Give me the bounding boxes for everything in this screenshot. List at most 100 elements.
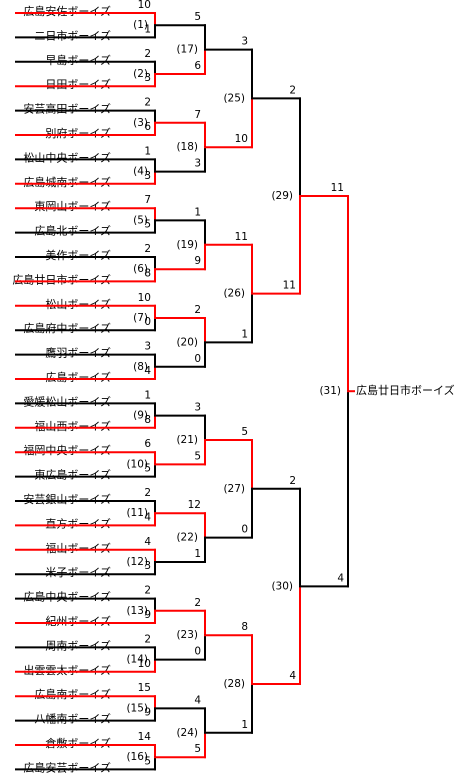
- team-name: 福山ボーイズ: [45, 541, 111, 555]
- team-name: 福山西ボーイズ: [34, 419, 111, 433]
- match-number: (24): [176, 727, 198, 739]
- team-name: 周南ボーイズ: [45, 638, 111, 652]
- score: 6: [144, 121, 151, 133]
- score: 7: [194, 109, 201, 121]
- match-number: (10): [126, 458, 148, 470]
- match-number: (7): [133, 312, 148, 324]
- team-name: 広島府中ボーイズ: [23, 321, 111, 335]
- match-number: (2): [133, 68, 148, 80]
- score: 14: [138, 731, 152, 743]
- score: 4: [337, 572, 344, 584]
- match-number: (13): [126, 605, 148, 617]
- score: 5: [144, 463, 151, 475]
- score: 2: [144, 48, 151, 60]
- match-number: (29): [271, 190, 293, 202]
- score: 1: [194, 548, 201, 560]
- score: 5: [241, 426, 248, 438]
- team-name: 安芸高田ボーイズ: [23, 102, 111, 116]
- score: 0: [194, 646, 201, 658]
- score: 2: [194, 597, 201, 609]
- match-number: (30): [271, 580, 293, 592]
- match-number: (11): [126, 507, 148, 519]
- score: 1: [241, 328, 248, 340]
- score: 11: [331, 182, 344, 194]
- match-number: (28): [223, 678, 245, 690]
- score: 1: [144, 389, 151, 401]
- match-number: (19): [176, 239, 198, 251]
- score: 1: [144, 145, 151, 157]
- match-number: (4): [133, 166, 148, 178]
- score: 3: [144, 72, 151, 84]
- score: 2: [144, 243, 151, 255]
- match-number: (6): [133, 263, 148, 275]
- score: 2: [144, 633, 151, 645]
- score: 5: [194, 743, 201, 755]
- match-number: (8): [133, 361, 148, 373]
- score: 2: [289, 84, 296, 96]
- score: 4: [289, 670, 296, 682]
- score: 10: [138, 292, 151, 304]
- match-number: (17): [176, 44, 198, 56]
- team-name: 広島北ボーイズ: [34, 224, 111, 238]
- team-name: 広島城南ボーイズ: [23, 175, 111, 189]
- score: 5: [144, 755, 151, 767]
- score: 12: [188, 499, 201, 511]
- match-number: (27): [223, 483, 245, 495]
- team-name: 広島安芸ボーイズ: [23, 760, 111, 774]
- team-name: 広島南ボーイズ: [34, 687, 111, 701]
- score: 7: [144, 194, 151, 206]
- score: 3: [241, 36, 248, 48]
- score: 11: [283, 280, 296, 292]
- score: 0: [194, 353, 201, 365]
- score: 4: [194, 694, 201, 706]
- score: 0: [144, 316, 151, 328]
- score: 8: [144, 414, 151, 426]
- team-name: 松山中央ボーイズ: [23, 150, 111, 164]
- score: 9: [194, 255, 201, 267]
- score: 5: [194, 11, 201, 23]
- champion-name: 広島廿日市ボーイズ: [356, 383, 455, 397]
- score: 9: [144, 609, 151, 621]
- team-name: 日田ボーイズ: [45, 77, 111, 91]
- team-name: 松山ボーイズ: [45, 297, 111, 311]
- team-name: 二日市ボーイズ: [34, 28, 111, 42]
- score: 3: [194, 158, 201, 170]
- match-number: (18): [176, 141, 198, 153]
- team-name: 紀州ボーイズ: [45, 614, 111, 628]
- match-number: (20): [176, 336, 198, 348]
- match-number: (15): [126, 702, 148, 714]
- score: 3: [144, 560, 151, 572]
- team-name: 出雲雲太ボーイズ: [23, 663, 111, 677]
- match-number: (14): [126, 654, 148, 666]
- score: 11: [235, 231, 248, 243]
- score: 4: [144, 511, 151, 523]
- team-name: 広島中央ボーイズ: [23, 590, 111, 604]
- match-number: (16): [126, 751, 148, 763]
- team-name: 鷹羽ボーイズ: [45, 346, 111, 360]
- score: 3: [144, 341, 151, 353]
- score: 4: [144, 536, 151, 548]
- team-name: 別府ボーイズ: [45, 126, 111, 140]
- score: 0: [241, 524, 248, 536]
- score: 2: [144, 97, 151, 109]
- team-name: 広島ボーイズ: [45, 370, 111, 384]
- team-name: 広島廿日市ボーイズ: [12, 272, 111, 286]
- score: 6: [144, 438, 151, 450]
- team-name: 早島ボーイズ: [45, 53, 111, 67]
- match-number: (23): [176, 629, 198, 641]
- match-number: (21): [176, 434, 198, 446]
- match-number: (9): [133, 410, 148, 422]
- score: 8: [144, 267, 151, 279]
- team-name: 福岡中央ボーイズ: [23, 443, 111, 457]
- match-number: (1): [133, 19, 148, 31]
- match-number: (31): [319, 385, 341, 397]
- team-name: 広島安佐ボーイズ: [23, 4, 111, 18]
- match-number: (22): [176, 532, 198, 544]
- score: 9: [144, 707, 151, 719]
- score: 10: [138, 658, 151, 670]
- match-number: (3): [133, 117, 148, 129]
- score: 10: [138, 0, 151, 11]
- score: 1: [241, 719, 248, 731]
- score: 2: [194, 304, 201, 316]
